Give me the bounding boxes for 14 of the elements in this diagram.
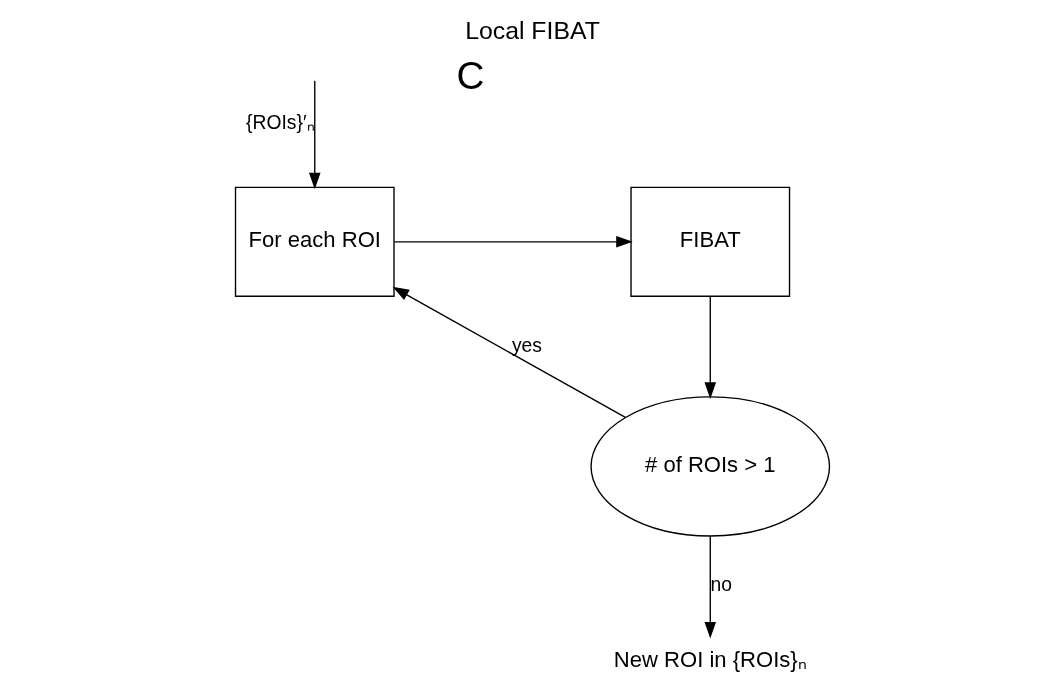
label: C <box>456 53 484 97</box>
diagram-title: Local FIBAT <box>464 17 600 45</box>
node-ellipse: # of ROIs > 1 <box>589 396 830 537</box>
edge-label: {ROIs}′ₙ <box>245 112 315 134</box>
arrow <box>308 80 321 190</box>
edge-label: no <box>710 574 732 596</box>
arrow <box>704 295 716 399</box>
node-box: For each ROI <box>234 186 395 297</box>
node-box: FIBAT <box>629 186 790 297</box>
arrow <box>704 535 716 639</box>
edge-label: yes <box>511 334 542 356</box>
arrow <box>393 236 633 248</box>
node-text: New ROI in {ROIs}ₙ <box>613 646 807 672</box>
arrow <box>392 286 626 419</box>
